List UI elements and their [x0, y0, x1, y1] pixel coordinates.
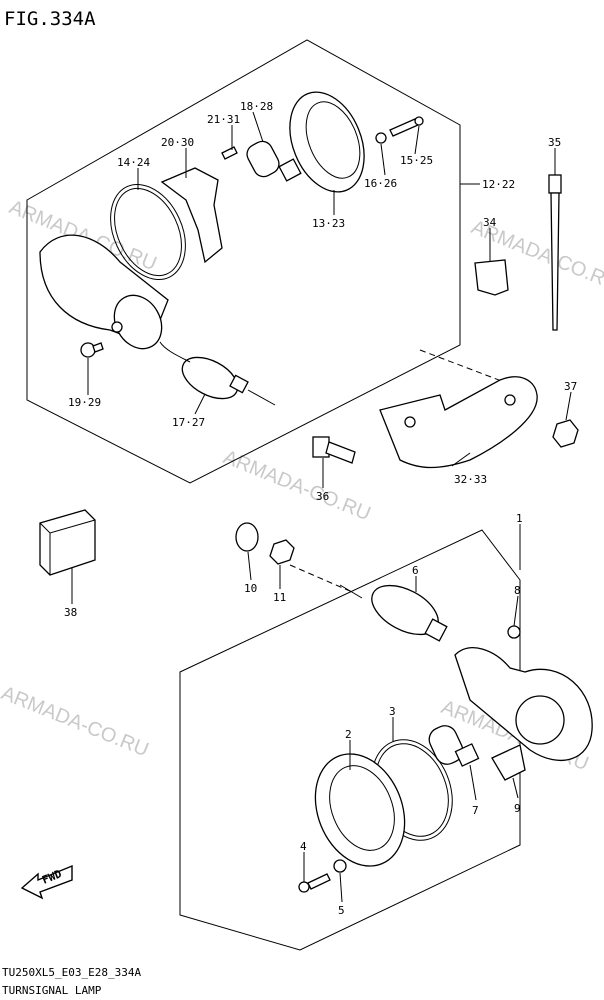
callout-20-30: 20·30	[161, 136, 194, 149]
flange-nut	[552, 419, 579, 448]
callout-9: 9	[514, 802, 521, 815]
callout-3: 3	[389, 705, 396, 718]
callout-38: 38	[64, 606, 77, 619]
bulb-7-base	[454, 743, 480, 767]
link-line-2	[289, 564, 353, 593]
socket-collar	[229, 374, 249, 394]
callout-6: 6	[412, 564, 419, 577]
nut-11	[269, 539, 295, 565]
callout-1: 1	[516, 512, 523, 525]
callout-16-26: 16·26	[364, 177, 397, 190]
lower-group-border	[179, 529, 521, 951]
socket-wire	[247, 389, 276, 406]
gasket-ring-inner	[114, 187, 182, 277]
callout-12-22: 12·22	[482, 178, 515, 191]
washer-5	[333, 859, 347, 873]
reflector-9	[491, 744, 526, 781]
callout-35: 35	[548, 136, 561, 149]
callout-21-31: 21·31	[207, 113, 240, 126]
washer	[375, 132, 387, 144]
bulb-7	[428, 725, 464, 765]
callout-15-25: 15·25	[400, 154, 433, 167]
cushion	[235, 522, 259, 552]
cable-tie-head	[548, 174, 562, 194]
link-line-1	[419, 349, 521, 389]
screw-4-head	[298, 881, 310, 893]
cable-tie-strap	[550, 192, 560, 331]
fwd-arrow-shape	[20, 864, 73, 900]
callout-37: 37	[564, 380, 577, 393]
callout-7: 7	[472, 804, 479, 817]
reflector-bracket	[160, 167, 223, 264]
figure-title: FIG.334A	[4, 8, 96, 30]
leader-lines	[71, 111, 572, 903]
mounting-bracket	[379, 376, 538, 469]
callout-5: 5	[338, 904, 345, 917]
bolt-head	[312, 436, 330, 458]
socket-cable	[159, 341, 191, 363]
turn-signal-relay	[39, 509, 96, 576]
housing-bolt-hole	[111, 321, 123, 333]
housing-mount	[515, 695, 565, 745]
lens-screw-head	[414, 116, 424, 126]
socket-6-collar	[424, 618, 448, 642]
callout-18-28: 18·28	[240, 100, 273, 113]
callout-8: 8	[514, 584, 521, 597]
lower-assembly	[179, 529, 593, 951]
bolt-shank	[325, 441, 356, 464]
callout-10: 10	[244, 582, 257, 595]
bulb-base	[278, 158, 302, 182]
lens	[289, 91, 365, 193]
small-screw	[221, 146, 238, 160]
callout-32-33: 32·33	[454, 473, 487, 486]
mount-screw	[80, 342, 96, 358]
callout-2: 2	[345, 728, 352, 741]
mount-screw-shank	[92, 342, 104, 353]
callout-17-27: 17·27	[172, 416, 205, 429]
callout-11: 11	[273, 591, 286, 604]
bracket-hole-2	[404, 416, 416, 428]
callouts: 18·28 21·31 20·30 14·24 15·25 16·26 12·2…	[64, 100, 577, 917]
gasket-ring	[110, 183, 186, 281]
figure-caption: TURNSIGNAL LAMP	[2, 984, 102, 997]
harness-clamp	[474, 259, 509, 296]
housing-neck	[113, 294, 163, 350]
socket-body	[181, 356, 239, 400]
upper-group-border	[26, 39, 461, 484]
upper-assembly	[26, 39, 461, 484]
lens-screw	[389, 118, 419, 137]
callout-36: 36	[316, 490, 329, 503]
front-lens-pattern	[329, 765, 395, 851]
front-lens	[314, 753, 406, 867]
callout-4: 4	[300, 840, 307, 853]
screw-4	[307, 873, 331, 890]
watermark-4: ARMADA-CO.RU	[0, 682, 152, 761]
figure-code: TU250XL5_E03_E28_334A	[2, 966, 141, 979]
callout-14-24: 14·24	[117, 156, 150, 169]
screw-8	[507, 625, 521, 639]
callout-19-29: 19·29	[68, 396, 101, 409]
fwd-arrow: FWD	[20, 864, 73, 900]
bracket-hole	[504, 394, 516, 406]
socket-wire-6	[339, 584, 363, 599]
callout-34: 34	[483, 216, 497, 229]
lens-pattern	[305, 101, 361, 179]
relay-edges	[39, 519, 96, 575]
callout-13-23: 13·23	[312, 217, 345, 230]
bulb	[246, 140, 280, 178]
middle-parts	[39, 174, 579, 576]
